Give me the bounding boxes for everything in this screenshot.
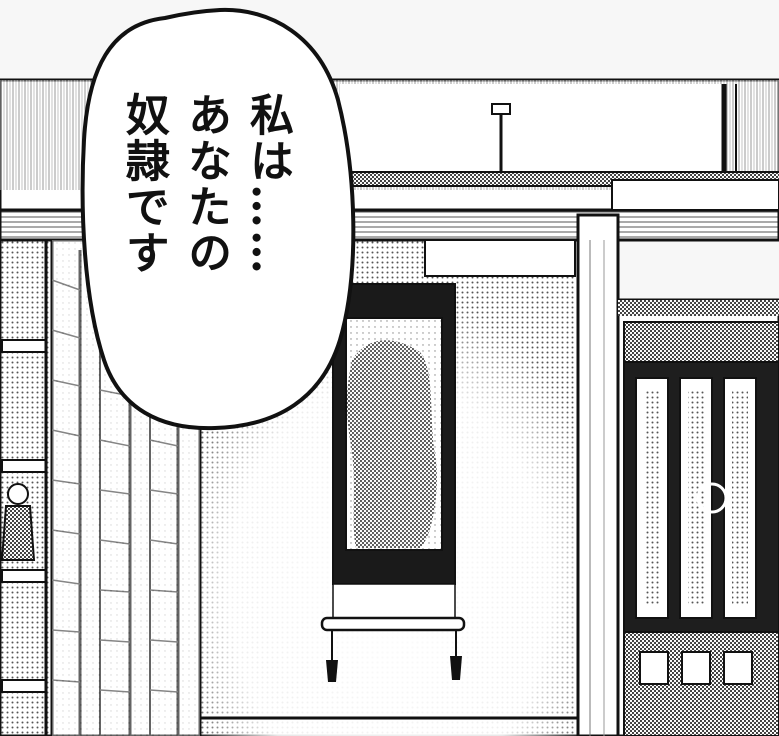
speech-line-1: 私は…… [242, 92, 293, 276]
speech-bubble-text: 私は…… あなたの 奴隷です [112, 92, 298, 392]
speech-bubble [80, 7, 356, 431]
speech-line-3: 奴隷です [118, 92, 169, 276]
butsudan-cabinet-icon [616, 298, 779, 736]
hanging-scroll-icon [320, 283, 466, 682]
wooden-pillar [576, 213, 620, 736]
doll-figurine-icon [0, 483, 36, 561]
speech-line-2: あなたの [180, 92, 231, 276]
ceiling-lamp-icon [491, 103, 511, 178]
